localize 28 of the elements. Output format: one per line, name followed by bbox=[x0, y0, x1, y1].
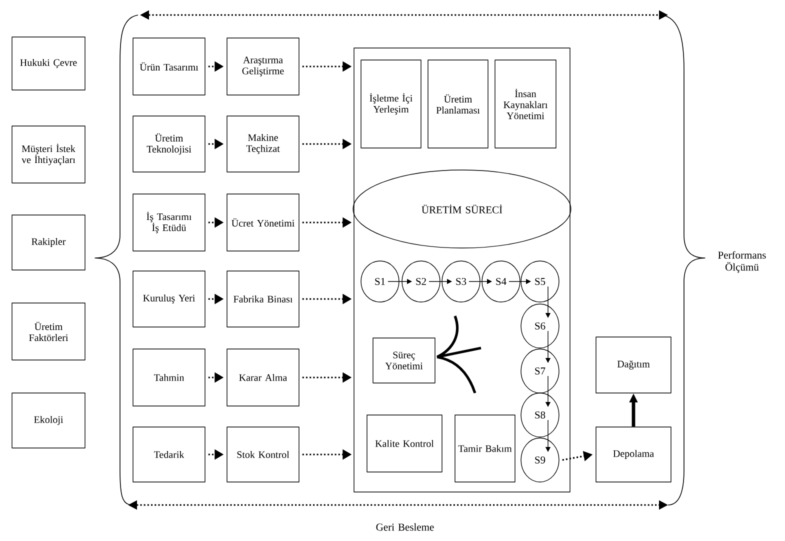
maintenance-box: Tamir Bakım bbox=[454, 414, 516, 482]
production-frame bbox=[354, 48, 570, 492]
factor-box: Rakipler bbox=[12, 214, 86, 270]
caption-label: Geri Besleme bbox=[376, 523, 434, 531]
function-box: Kuruluş Yeri bbox=[132, 270, 206, 328]
function-box: Araştırma Geliştirme bbox=[226, 38, 300, 96]
quality-box: Kalite Kontrol bbox=[366, 414, 442, 472]
function-box: Makine Teçhizat bbox=[226, 116, 300, 172]
function-box: Karar Alma bbox=[226, 348, 300, 406]
function-box: Stok Kontrol bbox=[226, 426, 300, 482]
function-box: Tahmin bbox=[132, 348, 206, 406]
management-box: Süreç Yönetimi bbox=[372, 338, 436, 384]
distribution-box: Dağıtım bbox=[596, 336, 672, 394]
storage-box: Depolama bbox=[596, 426, 672, 482]
factor-box: Hukuki Çevre bbox=[12, 36, 86, 90]
function-box: Ücret Yönetimi bbox=[226, 194, 300, 252]
function-box: Tedarik bbox=[132, 426, 206, 482]
factor-box: Üretim Faktörleri bbox=[12, 302, 86, 360]
caption-label: Performans Ölçümü bbox=[718, 251, 766, 273]
department-box: İşletme İçi Yerleşim bbox=[360, 60, 422, 148]
department-box: Üretim Planlaması bbox=[428, 60, 488, 148]
function-box: Ürün Tasarımı bbox=[132, 38, 206, 96]
function-box: İş Tasarımı İş Etüdü bbox=[132, 194, 206, 252]
function-box: Üretim Teknolojisi bbox=[132, 116, 206, 172]
department-box: İnsan Kaynakları Yönetimi bbox=[494, 60, 556, 148]
factor-box: Ekoloji bbox=[12, 392, 86, 448]
factor-box: Müşteri İstek ve İhtiyaçları bbox=[12, 126, 86, 184]
function-box: Fabrika Binası bbox=[226, 270, 300, 328]
